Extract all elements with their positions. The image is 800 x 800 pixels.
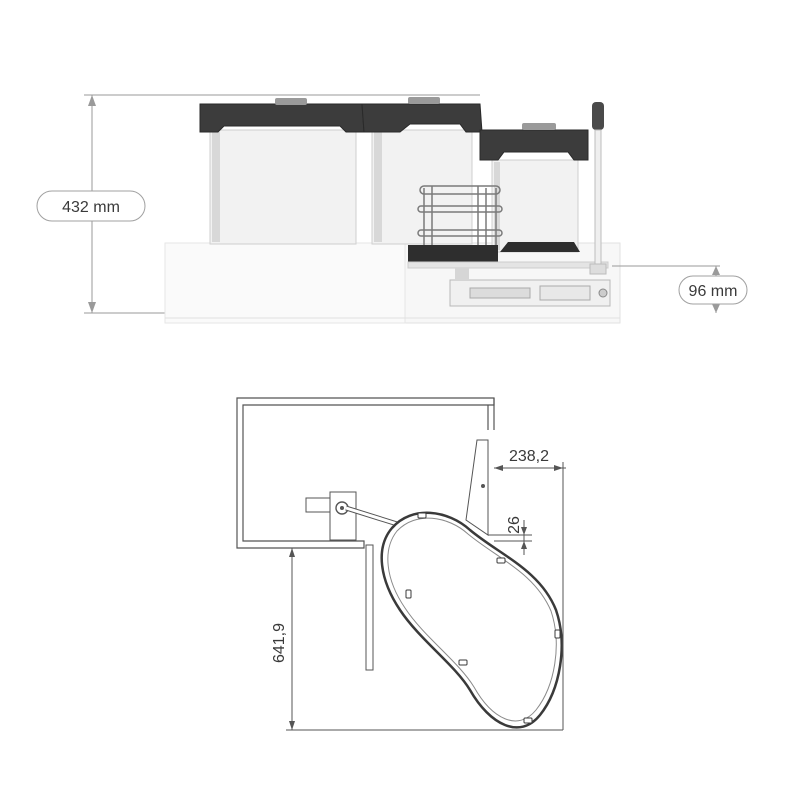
shelf-clip [554, 629, 561, 639]
depth-label: 641,9 [271, 623, 288, 663]
large-bin-right [361, 97, 483, 245]
top-view: 238,2 26 641,9 [236, 397, 566, 731]
shelf-clip [405, 589, 412, 599]
large-bin-left [199, 98, 365, 245]
shelf-clip [417, 512, 427, 519]
base-label-pill [678, 275, 748, 305]
side-offset-label: 238,2 [509, 448, 549, 465]
base-height-label: 96 mm [689, 283, 738, 300]
bin-base-bracket [500, 242, 580, 252]
base-arrow-bottom [712, 304, 720, 313]
height-label: 432 mm [62, 199, 120, 216]
shelf-clip [458, 659, 468, 666]
hinge-plate [305, 497, 332, 513]
bin-lid [479, 129, 589, 161]
gap-arrow-top [521, 527, 527, 535]
gap-label: 26 [506, 516, 523, 534]
pivot-center [340, 506, 344, 510]
gap-arrow-bottom [521, 541, 527, 549]
side-offset-arrow-right [554, 465, 563, 471]
handle-foot [589, 263, 607, 275]
slide-support [455, 268, 469, 280]
depth-arrow-top [289, 548, 295, 557]
height-arrow-top [88, 95, 96, 106]
slide-screw [598, 288, 608, 298]
side-offset-arrow-left [494, 465, 503, 471]
shelf-inner [387, 517, 557, 722]
hinge-mount [305, 491, 411, 541]
cabinet-left-panel [164, 242, 406, 324]
shelf-outer [380, 511, 563, 729]
door-panel [365, 544, 374, 671]
handle-shaft [594, 129, 602, 269]
handle-grip [592, 102, 604, 130]
bin-lid [361, 103, 483, 133]
bin-edge-shade [212, 132, 220, 242]
slide-rail [469, 287, 531, 299]
depth-arrow-bottom [289, 721, 295, 730]
base-tray [408, 245, 498, 263]
bin-lid [199, 103, 365, 133]
shelf-clip [496, 557, 506, 564]
bin-body [491, 159, 579, 253]
slide-mechanism [449, 268, 611, 307]
side-view: 432 mm [36, 94, 748, 324]
shelf-clip [523, 717, 533, 724]
slide-bracket [539, 285, 591, 301]
basket-rail [417, 229, 503, 237]
bin-edge-shade [374, 132, 382, 242]
basket-rim [419, 185, 501, 195]
base-arrow-top [712, 266, 720, 275]
hinge-block [329, 491, 357, 541]
lid-handle [275, 98, 307, 105]
lid-handle [522, 123, 556, 130]
shelf-clips [405, 512, 561, 724]
bin-body [209, 129, 357, 245]
lid-handle [408, 97, 440, 104]
height-label-pill [36, 190, 146, 222]
side-bracket [465, 439, 489, 536]
handle-post [589, 102, 607, 275]
bracket-screw [481, 484, 485, 488]
base-plate [407, 261, 609, 269]
basket-rail [417, 205, 503, 213]
height-arrow-bottom [88, 302, 96, 313]
